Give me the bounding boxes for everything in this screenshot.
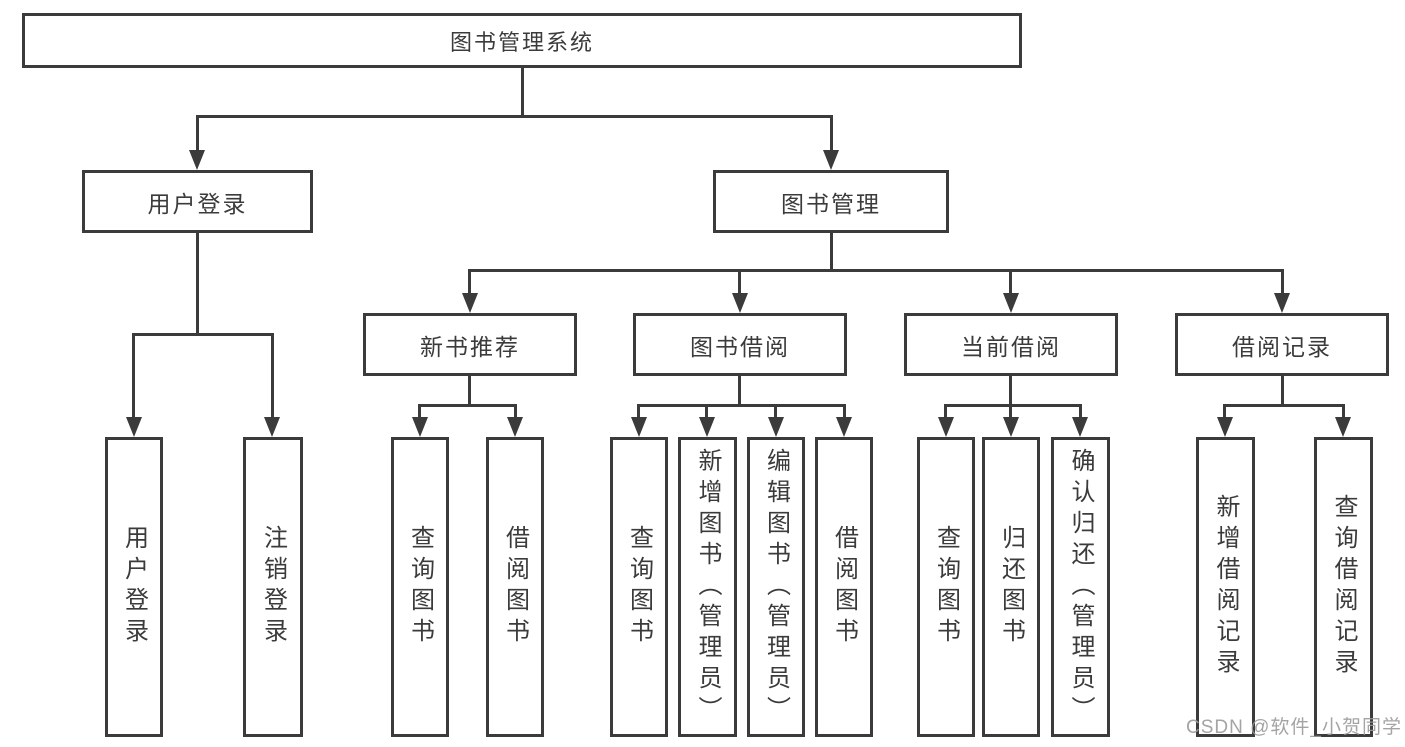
arrow-br1 [1217,417,1233,437]
node-book-borrow: 图书借阅 [633,313,847,376]
arrow-book-mgmt [823,150,839,170]
node-user-login-label: 用户登录 [147,190,248,217]
connector-drop-leaf-logout [271,333,274,419]
connector-new-book-stem [468,376,471,407]
node-current-borrow-label: 当前借阅 [961,333,1061,360]
node-borrow-records: 借阅记录 [1175,313,1389,376]
node-borrow-records-label: 借阅记录 [1232,333,1332,360]
arrow-leaf-login [126,417,142,437]
connector-drop-bb1 [637,404,640,419]
arrow-new-book [462,293,478,313]
arrow-bb1 [631,417,647,437]
leaf-bb-query-books: 查询图书 [610,437,668,737]
arrow-current-borrow [1003,293,1019,313]
leaf-cb-return-books: 归还图书 [982,437,1040,737]
leaf-cb-confirm-return-admin-label: 确认归还（管理员） [1067,447,1094,727]
connector-drop-bb4 [843,404,846,419]
leaf-logout-label: 注销登录 [259,525,287,649]
leaf-br-add-record: 新增借阅记录 [1196,437,1255,737]
connector-borrow-records-stem [1281,376,1284,407]
leaf-bb-borrow-books-label: 借阅图书 [830,525,858,649]
node-book-mgmt: 图书管理 [713,170,949,233]
leaf-nb-borrow-books-label: 借阅图书 [501,525,529,649]
leaf-user-login: 用户登录 [105,437,163,737]
node-new-book-rec: 新书推荐 [363,313,577,376]
connector-drop-nb1 [418,404,421,419]
connector-book-borrow-stem [738,376,741,407]
arrow-leaf-logout [264,417,280,437]
node-current-borrow: 当前借阅 [904,313,1118,376]
connector-current-borrow-rail [944,404,1082,407]
arrow-nb1 [412,417,428,437]
connector-book-borrow-rail [637,404,846,407]
arrow-borrow-records [1274,293,1290,313]
arrow-cb1 [938,417,954,437]
leaf-nb-query-books: 查询图书 [391,437,449,737]
connector-drop-cb1 [944,404,947,419]
connector-drop-book-mgmt [830,115,833,153]
connector-drop-leaf-login [132,333,135,419]
leaf-bb-edit-books-admin: 编辑图书（管理员） [747,437,805,737]
arrow-bb2 [699,417,715,437]
leaf-br-query-record: 查询借阅记录 [1314,437,1373,737]
leaf-bb-add-books-admin-label: 新增图书（管理员） [694,447,721,727]
leaf-bb-borrow-books: 借阅图书 [815,437,873,737]
connector-drop-new-book [468,269,471,296]
connector-drop-br1 [1223,404,1226,419]
node-root-label: 图书管理系统 [449,29,594,55]
leaf-bb-edit-books-admin-label: 编辑图书（管理员） [762,447,790,727]
leaf-user-login-label: 用户登录 [120,525,148,649]
connector-book-mgmt-stem [830,233,833,272]
arrow-bb3 [768,417,784,437]
leaf-cb-return-books-label: 归还图书 [997,525,1025,649]
leaf-bb-query-books-label: 查询图书 [625,525,653,649]
node-book-borrow-label: 图书借阅 [690,333,790,360]
connector-drop-borrow-records [1281,269,1284,296]
leaf-cb-confirm-return-admin: 确认归还（管理员） [1051,437,1110,737]
node-new-book-rec-label: 新书推荐 [420,333,520,360]
connector-drop-book-borrow [738,269,741,296]
connector-drop-nb2 [514,404,517,419]
node-book-mgmt-label: 图书管理 [781,190,881,217]
arrow-cb2 [1003,417,1019,437]
connector-book-mgmt-rail [468,269,1284,272]
leaf-nb-query-books-label: 查询图书 [406,525,434,649]
leaf-cb-query-books-label: 查询图书 [932,525,960,649]
connector-root-rail [196,115,833,118]
connector-drop-cb2 [1009,404,1012,419]
connector-drop-br2 [1342,404,1345,419]
connector-drop-bb3 [774,404,777,419]
watermark-text: CSDN @软件_小贺同学 [1186,717,1402,738]
arrow-cb3 [1072,417,1088,437]
leaf-logout: 注销登录 [243,437,303,737]
connector-drop-cb3 [1079,404,1082,419]
arrow-br2 [1335,417,1351,437]
connector-drop-bb2 [705,404,708,419]
connector-drop-user-login [196,115,199,153]
node-root: 图书管理系统 [22,13,1022,68]
leaf-bb-add-books-admin: 新增图书（管理员） [678,437,737,737]
connector-user-login-stem [196,233,199,335]
connector-drop-current-borrow [1009,269,1012,296]
connector-current-borrow-stem [1009,376,1012,407]
leaf-cb-query-books: 查询图书 [917,437,975,737]
arrow-book-borrow [732,293,748,313]
leaf-br-add-record-label: 新增借阅记录 [1212,494,1239,680]
arrow-nb2 [507,417,523,437]
connector-user-login-rail [132,333,274,336]
leaf-br-query-record-label: 查询借阅记录 [1330,494,1357,680]
arrow-user-login [189,150,205,170]
connector-root-stem [521,68,524,117]
connector-new-book-rail [418,404,517,407]
arrow-bb4 [836,417,852,437]
connector-borrow-records-rail [1223,404,1345,407]
node-user-login: 用户登录 [82,170,313,233]
leaf-nb-borrow-books: 借阅图书 [486,437,544,737]
